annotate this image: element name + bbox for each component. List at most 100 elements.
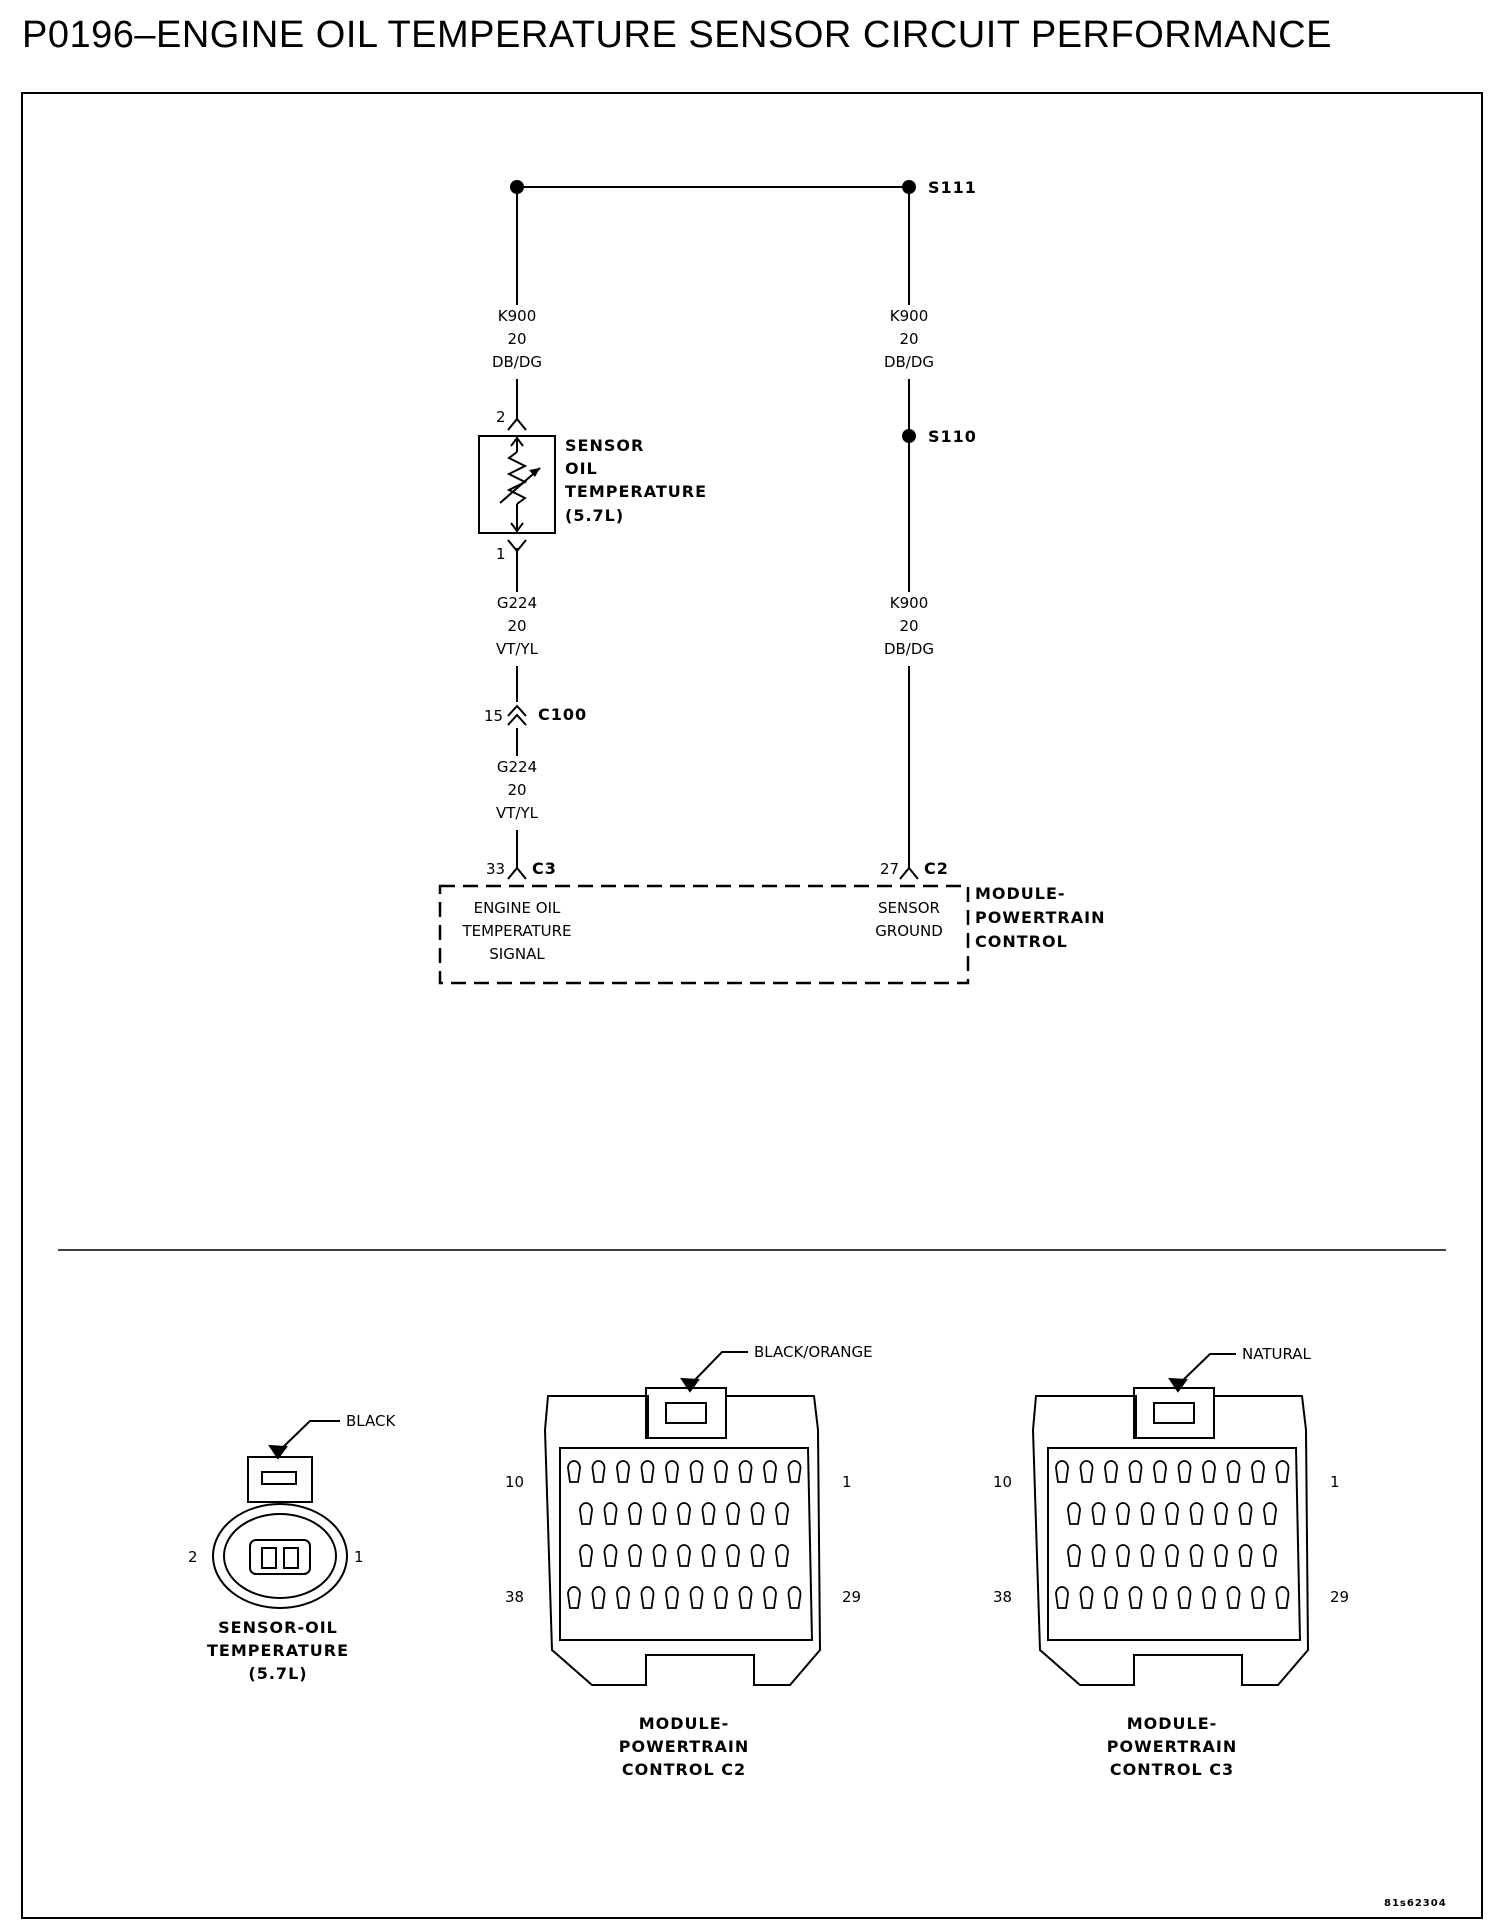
pin-cavity xyxy=(640,1460,655,1483)
view-label-line: POWERTRAIN xyxy=(1107,1737,1237,1756)
c3-latch xyxy=(1133,1387,1215,1439)
pin-cavity xyxy=(567,1460,581,1483)
pin-cavity xyxy=(714,1460,728,1483)
pin-cavity xyxy=(775,1544,789,1567)
pin-cavity xyxy=(1079,1460,1094,1483)
sensor-pin-1: 1 xyxy=(496,545,506,563)
c3-pin-10: 10 xyxy=(993,1473,1012,1491)
pin-cavity xyxy=(1153,1460,1167,1483)
pin-cavity xyxy=(1055,1460,1069,1483)
pin-cavity xyxy=(603,1502,618,1525)
pcm-signal-line: SIGNAL xyxy=(489,945,545,963)
pcm-box xyxy=(438,884,970,985)
circuit-id: K900 xyxy=(890,307,928,325)
pin-cavity xyxy=(689,1460,704,1483)
splice-dot-left xyxy=(510,180,524,194)
pcm-pin-27: 27 xyxy=(880,860,899,878)
sensor-view-pin-2: 2 xyxy=(188,1548,198,1566)
pin-cavity xyxy=(1104,1460,1118,1483)
pin-cavity xyxy=(591,1460,606,1483)
pin-cavity xyxy=(1079,1586,1094,1609)
pin-cavity xyxy=(665,1460,679,1483)
pin-cavity xyxy=(1226,1586,1241,1609)
pin-cavity xyxy=(628,1502,642,1525)
view-label-line: POWERTRAIN xyxy=(619,1737,749,1756)
sensor-label-line: OIL xyxy=(565,459,598,478)
pin-cavity xyxy=(775,1502,789,1525)
c3-pin-grid xyxy=(1055,1460,1290,1609)
pin-cavity xyxy=(714,1586,728,1609)
pin-cavity xyxy=(677,1544,691,1567)
pin-cavity xyxy=(652,1502,667,1525)
pcm-pin-27-connector xyxy=(899,866,919,880)
wire-color: DB/DG xyxy=(884,640,934,658)
wire-color: DB/DG xyxy=(884,353,934,371)
pin-cavity xyxy=(738,1586,753,1609)
pin-cavity xyxy=(1091,1502,1106,1525)
wire-label-left-low: G224 20 VT/YL xyxy=(496,758,539,822)
pin-cavity xyxy=(1128,1586,1143,1609)
wire-color: VT/YL xyxy=(496,804,539,822)
c2-pin-grid xyxy=(567,1460,802,1609)
view-label-line: (5.7L) xyxy=(248,1664,307,1683)
view-label-line: MODULE- xyxy=(1127,1714,1218,1733)
pin-cavity xyxy=(787,1586,802,1609)
sensor-label: SENSOR OIL TEMPERATURE (5.7L) xyxy=(565,436,707,525)
pin-cavity xyxy=(787,1460,802,1483)
sensor-pin-1-connector xyxy=(507,539,527,553)
c2-pin-38: 38 xyxy=(505,1588,524,1606)
pin-cavity xyxy=(616,1460,630,1483)
pin-cavity xyxy=(579,1544,593,1567)
pcm-pin-33-connector xyxy=(507,866,527,880)
wire-gauge: 20 xyxy=(507,330,526,348)
oil-temperature-sensor-symbol xyxy=(478,435,556,534)
c2-view-label: MODULE- POWERTRAIN CONTROL C2 xyxy=(619,1714,749,1779)
pcm-signal-line: GROUND xyxy=(875,922,943,940)
pin-cavity xyxy=(1263,1544,1277,1567)
circuit-id: G224 xyxy=(497,758,537,776)
pin-cavity xyxy=(763,1586,777,1609)
c2-pin-29: 29 xyxy=(842,1588,861,1606)
sensor-connector-view xyxy=(212,1420,348,1609)
pin-cavity xyxy=(1116,1502,1130,1525)
pin-cavity xyxy=(1165,1544,1179,1567)
pin-cavity xyxy=(1214,1544,1228,1567)
wire-gauge: 20 xyxy=(899,617,918,635)
sensor-label-line: TEMPERATURE xyxy=(565,482,707,501)
c2-pin-10: 10 xyxy=(505,1473,524,1491)
splice-s111-label: S111 xyxy=(928,178,977,197)
pin-cavity xyxy=(1226,1460,1241,1483)
color-leader xyxy=(1177,1353,1236,1386)
pin-cavity xyxy=(1177,1586,1192,1609)
pin-cavity xyxy=(1189,1502,1204,1525)
pin-cavity xyxy=(579,1502,593,1525)
pin-cavity xyxy=(1214,1502,1228,1525)
pin-cavity xyxy=(1177,1460,1192,1483)
sensor-label-line: (5.7L) xyxy=(565,506,624,525)
pin-cavity xyxy=(1128,1460,1143,1483)
circuit-id: G224 xyxy=(497,594,537,612)
c3-view-label: MODULE- POWERTRAIN CONTROL C3 xyxy=(1107,1714,1237,1779)
pin-cavity xyxy=(1067,1502,1081,1525)
sensor-pin-2-connector xyxy=(507,417,527,431)
wire-label-left-top: K900 20 DB/DG xyxy=(492,307,542,371)
pin-cavity xyxy=(677,1502,691,1525)
pcm-label-line: MODULE- xyxy=(975,884,1066,903)
c100-connector-symbol xyxy=(507,704,527,726)
c100-label: C100 xyxy=(538,705,587,724)
pcm-c2-label: C2 xyxy=(924,859,949,878)
pin-cavity xyxy=(1091,1544,1106,1567)
color-leader xyxy=(277,1420,340,1453)
pcm-label-line: POWERTRAIN xyxy=(975,908,1105,927)
pin-cavity xyxy=(750,1502,765,1525)
c3-pin-29: 29 xyxy=(1330,1588,1349,1606)
pcm-signal-line: TEMPERATURE xyxy=(461,922,571,940)
pin-cavity xyxy=(1275,1586,1290,1609)
pin-cavity xyxy=(1202,1460,1216,1483)
pin-cavity xyxy=(640,1586,655,1609)
splice-dot-s111 xyxy=(902,180,916,194)
color-leader xyxy=(689,1351,748,1386)
pcm-signal-line: ENGINE OIL xyxy=(474,899,561,917)
wire-label-left-mid: G224 20 VT/YL xyxy=(496,594,539,658)
c2-pin-1: 1 xyxy=(842,1473,852,1491)
